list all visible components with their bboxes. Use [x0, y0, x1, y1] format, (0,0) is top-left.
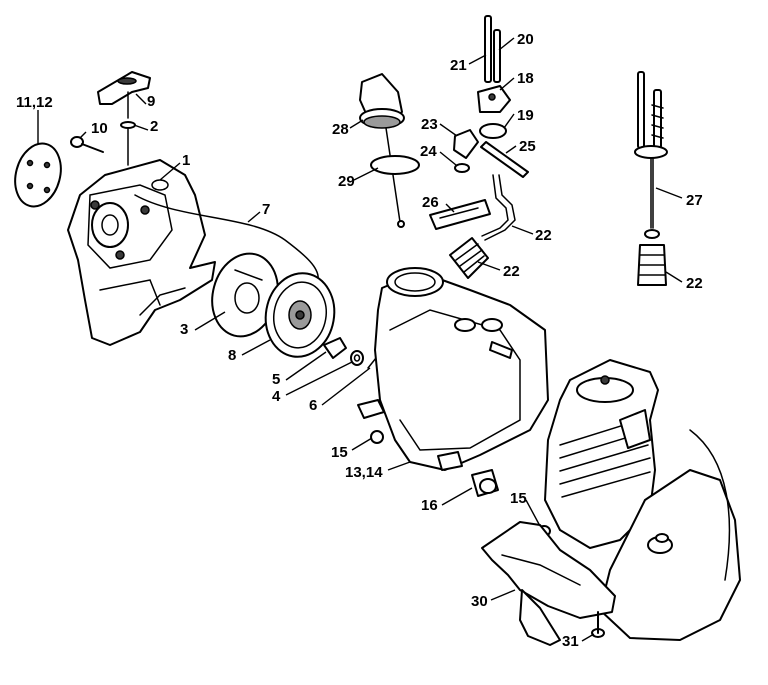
- o-ring-18: [479, 123, 507, 139]
- hose-25: [480, 141, 529, 178]
- label-26: [429, 199, 491, 230]
- tank-cap: [359, 73, 405, 228]
- fitting-23: [453, 129, 479, 159]
- fuel-filter-22-a: [449, 237, 489, 279]
- callout-28: 28: [332, 121, 349, 138]
- callout-29: 29: [338, 173, 355, 190]
- callout-19: 20: [517, 31, 534, 48]
- shroud: [481, 521, 616, 646]
- grommet-15-a: [370, 430, 384, 444]
- callout-17: 18: [517, 70, 534, 87]
- callout-10: 10: [91, 120, 108, 137]
- leader-lines: [37, 37, 683, 642]
- callout-15-a: 15: [331, 444, 348, 461]
- o-ring-29: [370, 155, 420, 175]
- callout-31: 31: [562, 633, 579, 650]
- callout-16: 16: [421, 497, 438, 514]
- callout-24: 24: [420, 143, 437, 160]
- callout-30: 30: [471, 593, 488, 610]
- washer-4: [350, 350, 364, 366]
- pipes-19-20: [484, 15, 501, 83]
- callout-11-12: 11,12: [16, 94, 53, 111]
- starter-grip: [97, 71, 151, 166]
- screw-10: [70, 136, 104, 153]
- callout-15-b: 15: [510, 490, 527, 507]
- engine: [544, 359, 741, 641]
- callout-18: 19: [517, 107, 534, 124]
- fuel-filter-22-b: [637, 244, 667, 286]
- callout-7: 7: [262, 201, 270, 218]
- callout-6: 6: [309, 397, 317, 414]
- starter-rope: [134, 194, 319, 281]
- callout-23: 23: [421, 116, 438, 133]
- callout-3: 3: [180, 321, 188, 338]
- callout-9: 9: [147, 93, 155, 110]
- fuel-hose: [481, 174, 516, 241]
- screw-31: [591, 611, 605, 638]
- starter-housing: [67, 159, 216, 346]
- callout-8: 8: [228, 347, 236, 364]
- callout-4: 4: [272, 388, 281, 405]
- callout-27: 27: [686, 192, 703, 209]
- callout-5: 5: [272, 371, 280, 388]
- callout-25: 25: [519, 138, 536, 155]
- callout-22-a: 22: [503, 263, 520, 280]
- callout-26: 26: [422, 194, 439, 211]
- plate-11-12: [14, 142, 62, 208]
- rope-rotor: [264, 272, 336, 358]
- callout-22-b: 22: [686, 275, 703, 292]
- callout-13-14: 13,14: [345, 464, 383, 481]
- callout-labels: 11,12 10 9 2 1 7 3 8 5 4 6 15 13,14 16 1…: [16, 31, 703, 650]
- pawl: [323, 337, 347, 359]
- callout-1: 1: [182, 152, 190, 169]
- callout-21: 22: [535, 227, 552, 244]
- vent-valve: [477, 85, 511, 113]
- callout-2: 2: [150, 118, 158, 135]
- callout-20: 21: [450, 57, 467, 74]
- o-ring-24: [454, 163, 470, 173]
- connector-16: [471, 469, 499, 497]
- pickup-body-27: [634, 71, 668, 239]
- fuel-tank: [357, 267, 549, 471]
